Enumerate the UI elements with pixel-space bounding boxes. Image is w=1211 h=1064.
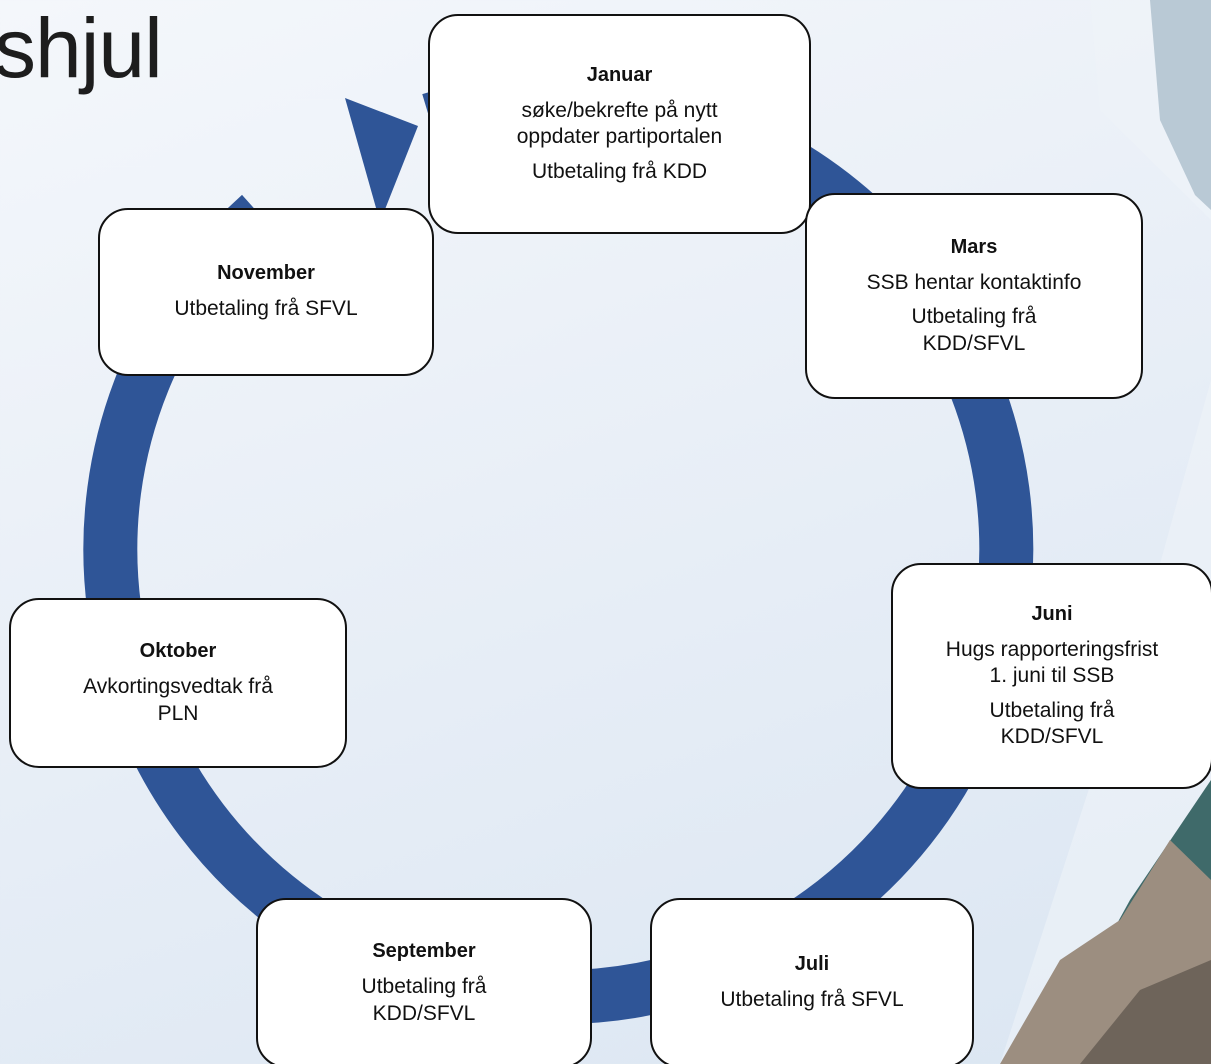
box-line: Utbetaling frå KDD bbox=[531, 159, 708, 183]
month-label: Juni bbox=[1031, 603, 1073, 625]
box-line: søke/bekrefte på nytt bbox=[521, 99, 718, 123]
box-line: Utbetaling frå bbox=[361, 975, 487, 999]
month-box-oktober: Oktober Avkortingsvedtak frå PLN bbox=[9, 598, 347, 768]
month-box-juni: Juni Hugs rapporteringsfrist 1. juni til… bbox=[891, 563, 1211, 789]
lake-photo-top bbox=[1150, 0, 1211, 210]
box-line: oppdater partiportalen bbox=[516, 125, 723, 149]
box-line: Avkortingsvedtak frå bbox=[83, 675, 273, 699]
box-line: PLN bbox=[157, 701, 199, 725]
month-box-januar: Januar søke/bekrefte på nytt oppdater pa… bbox=[428, 14, 811, 234]
box-line: Utbetaling frå bbox=[989, 698, 1115, 722]
box-line: Utbetaling frå bbox=[911, 305, 1037, 329]
month-label: November bbox=[217, 262, 315, 285]
box-line: KDD/SFVL bbox=[922, 331, 1026, 355]
box-line: 1. juni til SSB bbox=[989, 664, 1115, 688]
page-title: shjul bbox=[0, 1, 163, 95]
month-box-september: September Utbetaling frå KDD/SFVL bbox=[256, 898, 592, 1064]
month-label: Oktober bbox=[139, 640, 217, 663]
month-label: Juli bbox=[794, 953, 830, 976]
box-line: SSB hentar kontaktinfo bbox=[866, 271, 1082, 295]
month-box-juli: Juli Utbetaling frå SFVL bbox=[650, 898, 974, 1064]
month-box-mars: Mars SSB hentar kontaktinfo Utbetaling f… bbox=[805, 193, 1143, 399]
month-label: September bbox=[372, 940, 476, 963]
box-line: Utbetaling frå SFVL bbox=[720, 988, 904, 1012]
background-panel bbox=[1000, 0, 1211, 1064]
rock-photo-shadow bbox=[1080, 960, 1211, 1064]
cycle-arrow-head bbox=[345, 98, 418, 222]
box-line: Utbetaling frå SFVL bbox=[174, 297, 358, 321]
month-box-november: November Utbetaling frå SFVL bbox=[98, 208, 434, 376]
box-line: KDD/SFVL bbox=[372, 1001, 476, 1025]
month-label: Januar bbox=[586, 64, 653, 87]
month-label: Mars bbox=[950, 236, 998, 259]
box-line: KDD/SFVL bbox=[1000, 724, 1104, 748]
box-line: Hugs rapporteringsfrist bbox=[945, 638, 1159, 661]
